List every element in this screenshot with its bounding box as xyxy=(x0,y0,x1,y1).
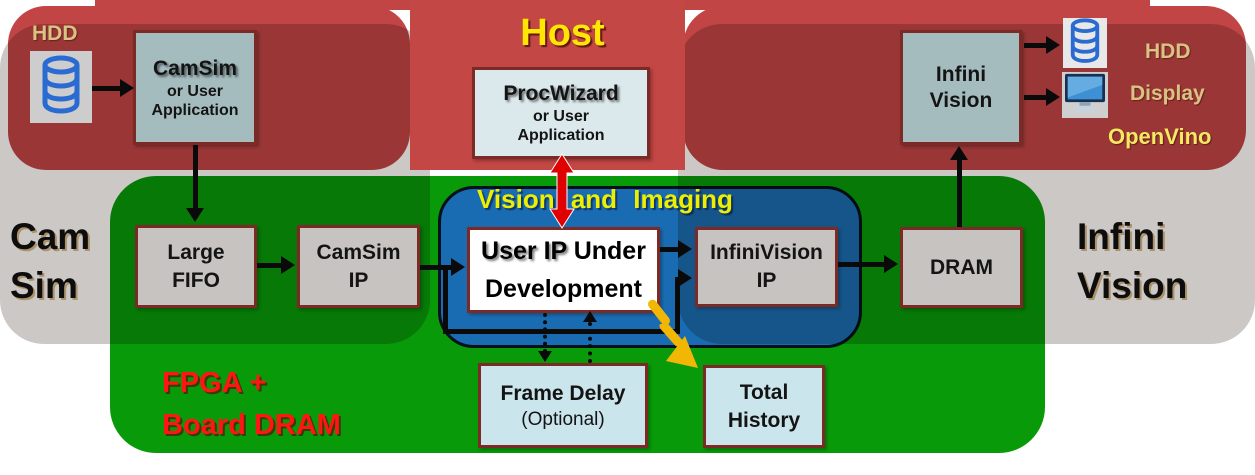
infinivision-ip-line1: InfiniVision xyxy=(710,241,823,264)
hdd-icon-panel-right xyxy=(1063,17,1107,69)
openvino-label: OpenVino xyxy=(1108,124,1212,149)
camsim-app-box: CamSim or User Application xyxy=(133,30,257,145)
host-title: Host xyxy=(520,12,605,54)
camsim-app-title: CamSim xyxy=(152,56,238,80)
hdd-label-right: HDD xyxy=(1145,40,1191,63)
vision-imaging-title: Vision and Imaging xyxy=(477,184,733,214)
user-ip-line1: User IP Under xyxy=(481,232,646,270)
red-arrow-procwizard-userip xyxy=(548,153,576,234)
dram-label: DRAM xyxy=(930,255,993,279)
user-ip-bold: User IP xyxy=(481,237,567,265)
hdd-icon-panel-left xyxy=(30,51,92,123)
cam-sim-line1: Cam xyxy=(10,216,91,257)
camsim-ip-line1: CamSim xyxy=(316,240,401,264)
infinivision-ip-box: InfiniVision IP xyxy=(695,227,838,307)
hdd-label-left: HDD xyxy=(32,22,78,45)
camsim-ip-line2: IP xyxy=(348,268,369,292)
infinivision-host-line2: Vision xyxy=(929,88,993,112)
large-fifo-line2: FIFO xyxy=(172,268,220,292)
frame-delay-line2: (Optional) xyxy=(521,408,605,430)
gold-arrow-to-total-history xyxy=(656,321,706,375)
large-fifo-line1: Large xyxy=(167,240,225,264)
infinivision-host-line1: Infini xyxy=(935,62,987,86)
camsim-ip-box: CamSim IP xyxy=(297,225,420,308)
monitor-icon xyxy=(1064,73,1106,118)
database-icon xyxy=(1067,17,1103,69)
total-history-box: Total History xyxy=(703,365,825,448)
dram-box: DRAM xyxy=(900,227,1023,308)
frame-delay-line1: Frame Delay xyxy=(500,381,626,405)
infinivision-ip-line2: IP xyxy=(756,269,777,292)
total-history-line2: History xyxy=(727,408,801,432)
user-ip-box: User IP Under Development xyxy=(467,227,660,313)
procwizard-title: ProcWizard xyxy=(503,82,619,105)
fpga-label: FPGA + Board DRAM xyxy=(162,362,341,446)
frame-delay-box: Frame Delay (Optional) xyxy=(478,363,648,448)
database-icon xyxy=(38,55,84,120)
total-history-line1: Total xyxy=(739,380,789,404)
camsim-app-line2: or User xyxy=(166,82,224,100)
cam-sim-line2: Sim xyxy=(10,265,78,306)
procwizard-box: ProcWizard or User Application xyxy=(472,67,650,159)
display-label: Display xyxy=(1130,82,1205,105)
infini-vision-label: Infini Vision xyxy=(1077,212,1187,310)
fpga-line2: Board DRAM xyxy=(162,409,341,441)
large-fifo-box: Large FIFO xyxy=(135,225,257,308)
infini-vision-line1: Infini xyxy=(1077,216,1166,257)
user-ip-line2: Development xyxy=(485,275,642,303)
user-ip-regular: Under xyxy=(566,237,646,265)
camsim-app-line3: Application xyxy=(151,101,239,119)
fpga-line1: FPGA + xyxy=(162,367,267,399)
procwizard-line3: Application xyxy=(517,127,605,144)
infini-vision-line2: Vision xyxy=(1077,265,1188,306)
infinivision-host-box: Infini Vision xyxy=(900,30,1022,145)
procwizard-line2: or User xyxy=(532,108,590,125)
cam-sim-label: Cam Sim xyxy=(10,212,90,310)
display-icon-panel xyxy=(1062,72,1108,118)
